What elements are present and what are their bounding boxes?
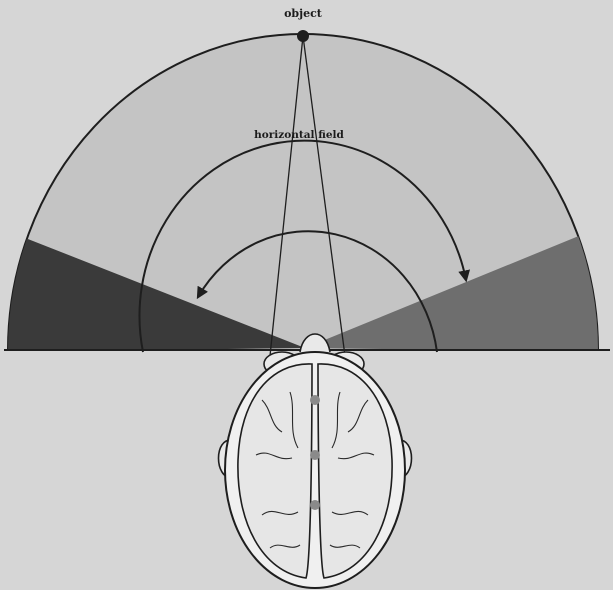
- object-point: [297, 30, 309, 42]
- object-label: object: [284, 7, 323, 20]
- horizontal-field-label: horizontal field: [254, 129, 344, 141]
- head-top-view: [219, 334, 412, 588]
